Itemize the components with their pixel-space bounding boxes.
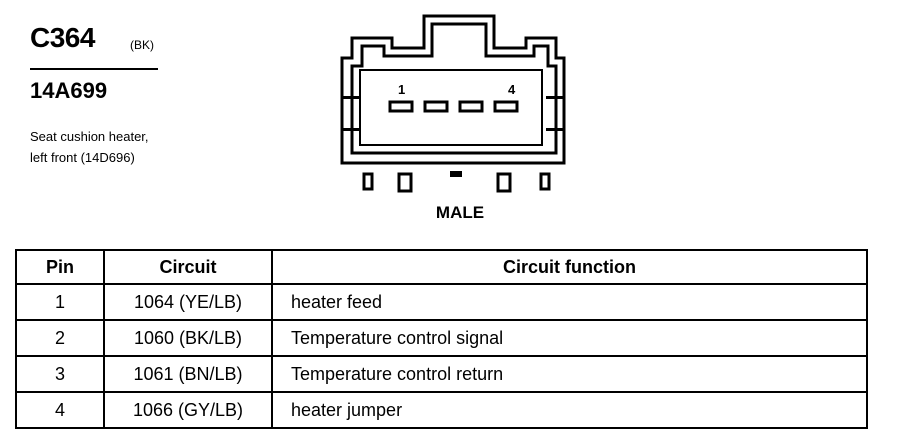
- function-cell: Temperature control return: [271, 355, 868, 393]
- pin-3-terminal: [458, 100, 484, 113]
- connector-cavity-outline: [359, 69, 543, 146]
- foot-2: [397, 172, 413, 193]
- pinout-table: Pin Circuit Circuit function 1 1064 (YE/…: [15, 249, 868, 429]
- table-row: 4 1066 (GY/LB) heater jumper: [15, 391, 868, 429]
- connector-outer-shell: [340, 14, 566, 165]
- circuit-cell: 1064 (YE/LB): [103, 283, 273, 321]
- pin-cell: 3: [15, 355, 105, 393]
- connector-inner-shell: [350, 22, 558, 155]
- pin-cell: 2: [15, 319, 105, 357]
- center-key: [450, 171, 462, 177]
- part-number: 14A699: [30, 78, 108, 103]
- foot-3: [496, 172, 512, 193]
- header-pin: Pin: [15, 249, 105, 285]
- function-cell: heater feed: [271, 283, 868, 321]
- table-header-row: Pin Circuit Circuit function: [15, 249, 868, 285]
- title-divider: [30, 68, 158, 70]
- function-cell: heater jumper: [271, 391, 868, 429]
- foot-4: [539, 172, 551, 191]
- description-line-1: Seat cushion heater,: [30, 129, 149, 144]
- circuit-cell: 1060 (BK/LB): [103, 319, 273, 357]
- connector-gender-label: MALE: [435, 203, 485, 222]
- left-latch-mark-bottom: [342, 128, 360, 131]
- foot-1: [362, 172, 374, 191]
- connector-face-diagram: 1 4: [340, 14, 566, 193]
- pin-4-label: 4: [508, 82, 516, 97]
- pin-1-label: 1: [398, 82, 405, 97]
- pin-2-terminal: [423, 100, 449, 113]
- left-latch-mark-top: [342, 96, 360, 99]
- circuit-cell: 1061 (BN/LB): [103, 355, 273, 393]
- connector-id: C364: [30, 22, 95, 53]
- pin-cell: 1: [15, 283, 105, 321]
- pin-cell: 4: [15, 391, 105, 429]
- right-latch-mark-bottom: [546, 128, 564, 131]
- function-cell: Temperature control signal: [271, 319, 868, 357]
- right-latch-mark-top: [546, 96, 564, 99]
- pin-4-terminal: [493, 100, 519, 113]
- pin-1-terminal: [388, 100, 414, 113]
- table-row: 2 1060 (BK/LB) Temperature control signa…: [15, 319, 868, 357]
- table-row: 1 1064 (YE/LB) heater feed: [15, 283, 868, 321]
- connector-color-code: (BK): [130, 38, 154, 52]
- circuit-cell: 1066 (GY/LB): [103, 391, 273, 429]
- description-line-2: left front (14D696): [30, 150, 135, 165]
- header-circuit-function: Circuit function: [271, 249, 868, 285]
- table-row: 3 1061 (BN/LB) Temperature control retur…: [15, 355, 868, 393]
- header-circuit: Circuit: [103, 249, 273, 285]
